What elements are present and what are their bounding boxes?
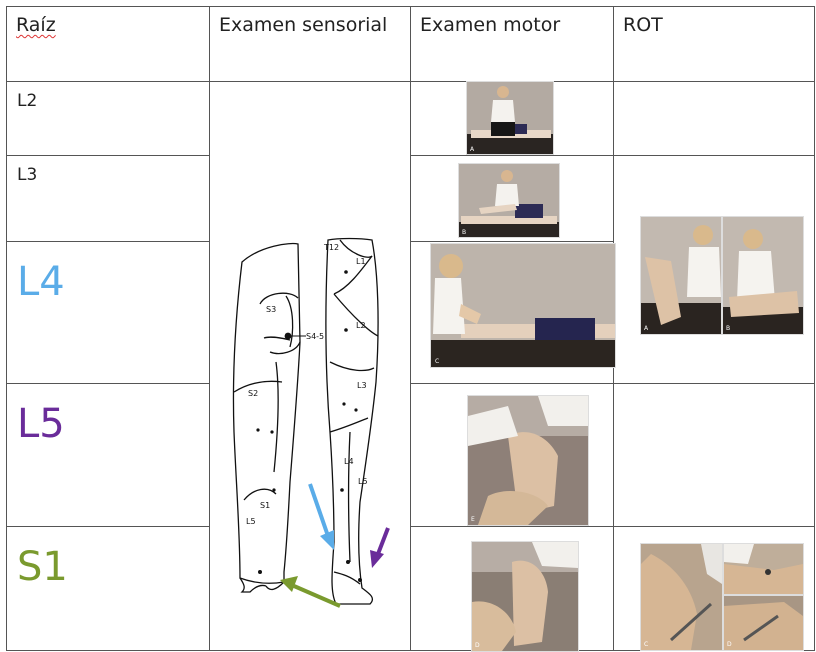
motor-photo-l3: B <box>458 163 560 238</box>
reflex-photo-l4-b: B <box>722 216 804 335</box>
arrow-l5-icon <box>370 527 390 568</box>
label-l4: L4 <box>344 457 354 466</box>
label-l3: L3 <box>357 381 367 390</box>
motor-photo-s1: D <box>471 541 579 652</box>
label-s2: S2 <box>248 389 258 398</box>
arrow-s1-icon <box>280 576 341 608</box>
label-s1: S1 <box>260 501 270 510</box>
motor-photo-l2: A <box>466 81 554 155</box>
label-l5: L5 <box>358 477 368 486</box>
label-l1: L1 <box>356 257 366 266</box>
arrow-l4-icon <box>308 483 334 550</box>
header-reflex: ROT <box>623 14 663 36</box>
reflex-photo-s1-c: D <box>723 595 804 651</box>
caption-rot-s1-b: D <box>727 641 732 648</box>
label-t12: T12 <box>323 243 339 252</box>
reflex-photo-l4-a: A <box>640 216 722 335</box>
header-motor: Examen motor <box>420 14 561 36</box>
caption-motor-l5: E <box>471 516 475 523</box>
reflex-photo-s1-a: C <box>640 543 723 651</box>
dermatome-diagram: T12 L1 L2 L3 L4 L5 S3 S4-5 S2 S1 L5 <box>232 237 390 608</box>
root-l3: L3 <box>17 165 38 185</box>
caption-rot-l4-b: B <box>726 325 731 332</box>
label-s3: S3 <box>266 305 276 314</box>
caption-motor-s1: D <box>475 642 480 649</box>
caption-rot-s1-a: C <box>644 641 649 648</box>
root-l2: L2 <box>17 91 38 111</box>
caption-motor-l3: B <box>462 229 467 236</box>
caption-rot-l4-a: A <box>644 325 649 332</box>
caption-motor-l2: A <box>470 146 475 153</box>
caption-motor-l4: C <box>435 358 440 365</box>
label-l2: L2 <box>356 321 366 330</box>
label-l5-back: L5 <box>246 517 256 526</box>
header-root-text: Raíz <box>16 14 56 36</box>
header-root: Raíz <box>8 8 208 80</box>
root-s1: S1 <box>17 544 68 590</box>
motor-photo-l4: C <box>430 243 616 368</box>
root-l5: L5 <box>17 401 65 447</box>
reflex-photo-s1-b <box>723 543 804 595</box>
header-sensory: Examen sensorial <box>219 14 388 36</box>
label-s45: S4-5 <box>306 332 324 341</box>
motor-photo-l5: E <box>467 395 589 526</box>
root-l4: L4 <box>17 259 65 305</box>
